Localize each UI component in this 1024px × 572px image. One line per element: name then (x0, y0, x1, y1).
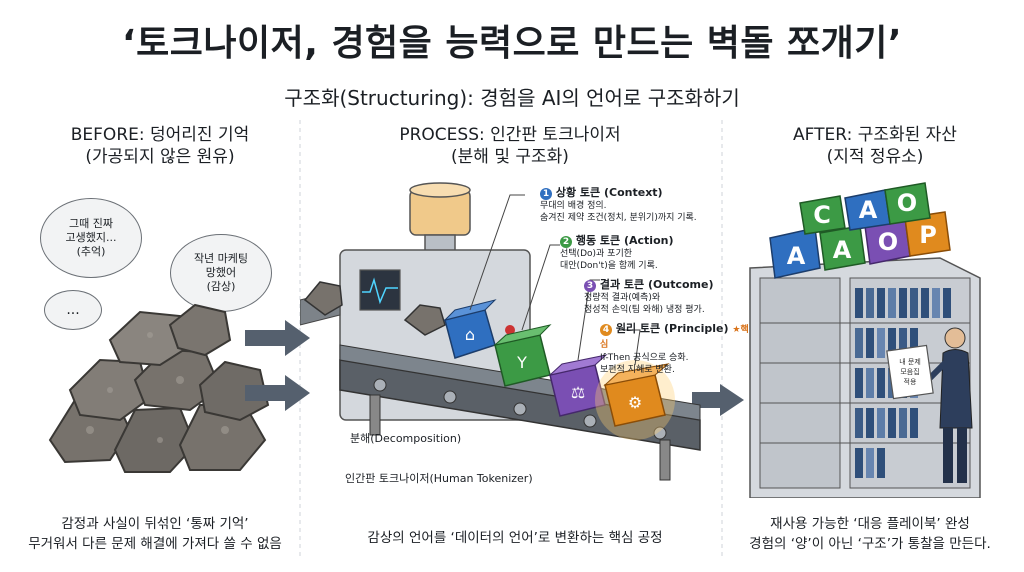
context-token-desc1: 무대의 배경 정의. (540, 201, 607, 211)
card-line2: 모음집 (900, 367, 919, 376)
svg-text:⚖: ⚖ (571, 383, 585, 402)
outcome-token-title: 결과 토큰 (Outcome) (599, 278, 714, 291)
after-heading: AFTER: 구조화된 자산 (지적 정유소) (740, 124, 1010, 168)
action-token-desc1: 선택(Do)과 포기한 (560, 249, 633, 259)
action-token-title: 행동 토큰 (Action) (575, 234, 674, 247)
bubble-memory-line3: (추억) (76, 245, 106, 258)
card-line1: 내 문제 (899, 357, 921, 366)
page-subtitle: 구조화(Structuring): 경험을 AI의 언어로 구조화하기 (284, 86, 740, 110)
action-number-badge: 2 (560, 236, 572, 248)
principle-token-desc1: If-Then 공식으로 승화. (600, 353, 689, 363)
flow-arrow-right (692, 384, 744, 416)
cube-letter-1: A (787, 242, 806, 270)
cube-letter-7: O (897, 189, 917, 217)
outcome-token-desc2: 정성적 손익(팀 와해) 냉정 평가. (584, 305, 705, 315)
callout-action: 2 행동 토큰 (Action) 선택(Do)과 포기한 대안(Don't)을 … (560, 234, 740, 272)
arrow-right-icon (245, 320, 310, 356)
stacked-token-cubes: A A O P C A O (769, 182, 951, 279)
action-token-desc2: 대안(Don't)을 함께 기록. (560, 261, 658, 271)
playbook-card: 내 문제 모음집 적용 (886, 344, 934, 400)
page-title: ‘토크나이저, 경험을 능력으로 만드는 벽돌 쪼개기’ (121, 23, 903, 64)
process-caption: 감상의 언어를 ‘데이터의 언어’로 변환하는 핵심 공정 (367, 530, 663, 546)
principle-token-desc2: 보편적 지혜로 변환. (600, 365, 675, 375)
principle-token-title: 원리 토큰 (Principle) (615, 322, 729, 335)
cube-letter-5: C (813, 201, 831, 229)
token-cube-outcome: ⚖ (548, 354, 608, 417)
context-number-badge: 1 (540, 188, 552, 200)
cube-letter-3: O (878, 228, 898, 256)
svg-text:⚙: ⚙ (628, 393, 642, 412)
arrow-right-icon-2 (245, 375, 310, 411)
svg-text:Y: Y (516, 353, 527, 372)
bubble-memory-line2: 고생했지... (65, 231, 117, 244)
bubble-ellipsis-text: ... (66, 302, 80, 318)
outcome-number-badge: 3 (584, 280, 596, 292)
cube-letter-4: P (919, 221, 937, 249)
after-heading-line1: AFTER: 구조화된 자산 (793, 125, 957, 145)
bubble-feeling-line2: 망했어 (205, 266, 237, 279)
before-heading: BEFORE: 덩어리진 기억 (가공되지 않은 원유) (40, 124, 280, 168)
after-caption: 재사용 가능한 ‘대응 플레이북’ 완성 경험의 ‘양’이 아닌 ‘구조’가 통… (730, 514, 1010, 554)
before-heading-line1: BEFORE: 덩어리진 기억 (70, 125, 250, 145)
cube-letter-6: A (859, 196, 878, 224)
svg-text:⌂: ⌂ (465, 325, 475, 344)
principle-number-badge: 4 (600, 324, 612, 336)
process-heading-line2: (분해 및 구조화) (451, 147, 569, 167)
callout-context: 1 상황 토큰 (Context) 무대의 배경 정의. 숨겨진 제약 조건(정… (540, 186, 740, 224)
context-token-title: 상황 토큰 (Context) (555, 186, 663, 199)
bubble-memory-line1: 그때 진짜 (69, 217, 113, 230)
thought-bubble-ellipsis: ... (44, 290, 102, 330)
process-heading: PROCESS: 인간판 토크나이저 (분해 및 구조화) (360, 124, 660, 168)
before-caption-line1: 감정과 사실이 뒤섞인 ‘통짜 기억’ (61, 516, 249, 532)
before-caption-line2: 무거워서 다른 문제 해결에 가져다 쓸 수 없음 (28, 536, 282, 552)
thought-bubble-memory: 그때 진짜 고생했지... (추억) (40, 198, 142, 278)
context-token-desc2: 숨겨진 제약 조건(정치, 분위기)까지 기록. (540, 213, 697, 223)
flow-arrows-left (245, 320, 310, 411)
before-caption: 감정과 사실이 뒤섞인 ‘통짜 기억’ 무거워서 다른 문제 해결에 가져다 쓸… (20, 514, 290, 554)
cube-letter-2: A (833, 236, 852, 264)
after-caption-line1: 재사용 가능한 ‘대응 플레이북’ 완성 (770, 516, 970, 532)
tokenizer-machine-illustration: ⌂ Y ⚖ ⚙ (300, 182, 701, 481)
outcome-token-desc1: 정량적 결과(예측)와 (584, 293, 661, 303)
rock-pile-illustration (48, 303, 270, 473)
process-heading-line1: PROCESS: 인간판 토크나이저 (399, 125, 621, 145)
token-cube-principle: ⚙ (595, 360, 675, 440)
card-line3: 적용 (904, 377, 917, 386)
callout-outcome: 3 결과 토큰 (Outcome) 정량적 결과(예측)와 정성적 손익(팀 와… (584, 278, 744, 316)
after-heading-line2: (지적 정유소) (826, 147, 924, 167)
human-tokenizer-label: 인간판 토크나이저(Human Tokenizer) (345, 472, 533, 485)
arrow-right-icon-3 (692, 384, 744, 416)
after-caption-line2: 경험의 ‘양’이 아닌 ‘구조’가 통찰을 만든다. (749, 536, 991, 552)
decomposition-label: 분해(Decomposition) (350, 432, 462, 445)
bubble-feeling-line1: 작년 마케팅 (193, 252, 249, 265)
knowledge-library-illustration: A A O P C A O 내 문제 모음집 적용 (749, 182, 981, 498)
callout-principle: 4 원리 토큰 (Principle) ★핵심 If-Then 공식으로 승화.… (600, 322, 750, 376)
person-figure (922, 327, 973, 483)
principle-core-star: ★핵심 (600, 325, 749, 350)
before-heading-line2: (가공되지 않은 원유) (85, 147, 235, 167)
bubble-feeling-line3: (감상) (206, 280, 236, 293)
